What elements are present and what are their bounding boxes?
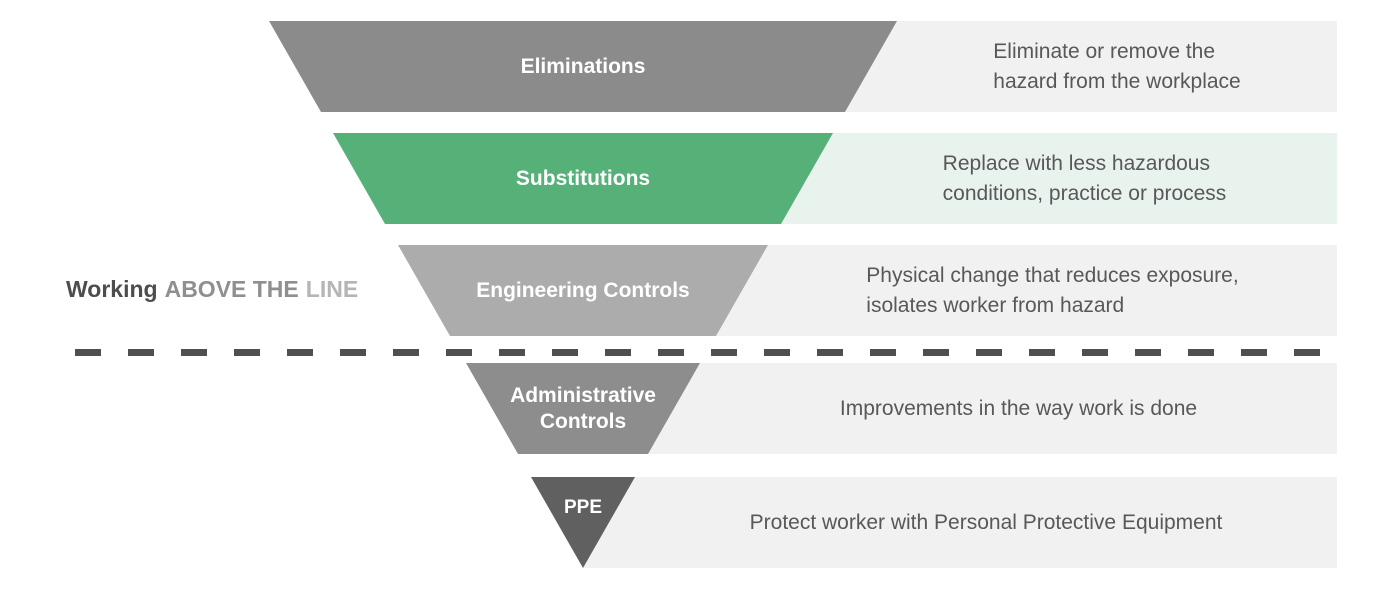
engineering-controls-shape: Engineering Controls [398, 245, 768, 336]
ppe-label: PPE [563, 497, 603, 518]
engineering-controls-band: Physical change that reduces exposure, i… [716, 245, 1337, 336]
engineering-controls-label: Engineering Controls [476, 278, 690, 302]
working-above-the-line-annotation: Working ABOVE THE LINE [66, 276, 358, 303]
ppe-band: Protect worker with Personal Protective … [583, 477, 1337, 568]
substitutions-description: Replace with less hazardous conditions, … [942, 151, 1227, 205]
annotation-above-the-text: ABOVE THE [164, 276, 299, 302]
eliminations-description: Eliminate or remove the hazard from the … [993, 39, 1241, 93]
substitutions-band: Replace with less hazardous conditions, … [780, 133, 1337, 224]
administrative-controls-description: Improvements in the way work is done [839, 396, 1198, 420]
engineering-controls-description: Physical change that reduces exposure, i… [866, 263, 1239, 317]
above-below-line-divider [75, 349, 1337, 356]
substitutions-shape: Substitutions [333, 133, 833, 224]
ppe-description: Protect worker with Personal Protective … [749, 510, 1223, 534]
eliminations-label: Eliminations [520, 54, 646, 78]
annotation-working-text: Working [66, 276, 158, 302]
eliminations-band: Eliminate or remove the hazard from the … [845, 21, 1337, 112]
administrative-controls-label: Administrative Controls [510, 383, 656, 433]
annotation-line-text: LINE [305, 276, 359, 302]
administrative-controls-band: Improvements in the way work is done [648, 363, 1337, 454]
substitutions-label: Substitutions [515, 166, 651, 190]
eliminations-shape: Eliminations [269, 21, 897, 112]
